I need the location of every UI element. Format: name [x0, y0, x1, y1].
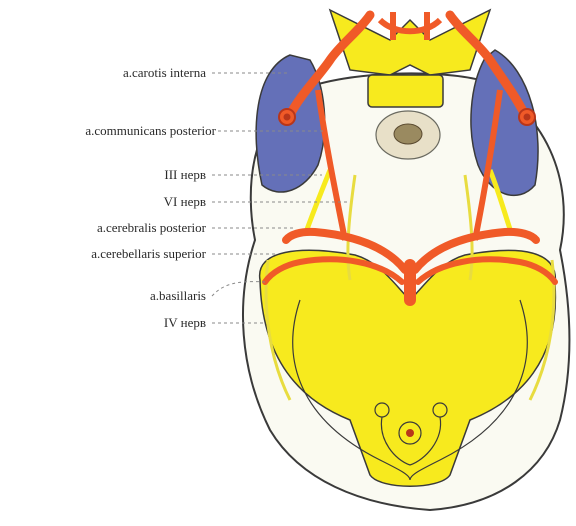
label-nerve-iv: IV нерв	[164, 315, 206, 330]
central-canal-inner	[406, 429, 414, 437]
label-nerve-vi: VI нерв	[164, 194, 206, 209]
optic-chiasm	[330, 10, 490, 75]
label-nerve-iii: III нерв	[164, 167, 206, 182]
label-cerebellaris-superior: a.cerebellaris superior	[91, 246, 206, 261]
olive-left	[375, 403, 389, 417]
label-basillaris: a.basillaris	[150, 288, 206, 303]
carotid-cut-right-inner	[524, 114, 531, 121]
label-carotis-interna: a.carotis interna	[123, 65, 206, 80]
label-cerebralis-posterior: a.cerebralis posterior	[97, 220, 206, 235]
mammillary-body	[394, 124, 422, 144]
carotid-cut-left-inner	[284, 114, 291, 121]
label-communicans-posterior: a.communicans posterior	[85, 123, 216, 138]
pituitary-stalk	[368, 75, 443, 107]
olive-right	[433, 403, 447, 417]
